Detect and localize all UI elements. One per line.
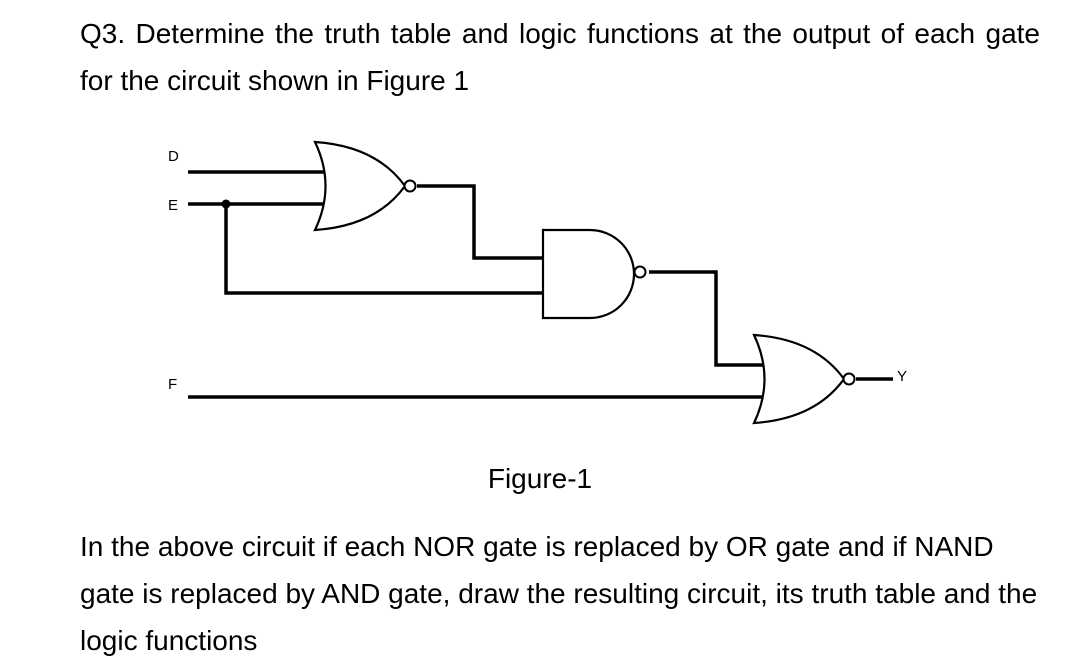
junction-dot — [221, 199, 231, 209]
circuit-wires — [188, 170, 893, 399]
wire-nand-to-nor2 — [649, 270, 767, 367]
nand-gate — [541, 228, 647, 320]
nor-gate-2 — [752, 333, 856, 425]
input-label-f: F — [168, 376, 177, 393]
wire-e-branch — [224, 204, 548, 295]
figure-caption: Figure-1 — [487, 463, 593, 494]
nor-gate-1 — [313, 140, 417, 232]
input-label-d: D — [168, 148, 179, 165]
output-label-y: Y — [897, 368, 907, 385]
input-label-e: E — [168, 197, 178, 214]
question-text: Q3. Determine the truth table and logic … — [80, 18, 1040, 96]
followup-text: In the above circuit if each NOR gate is… — [80, 531, 1038, 656]
wire-nor1-to-nand — [417, 184, 548, 260]
